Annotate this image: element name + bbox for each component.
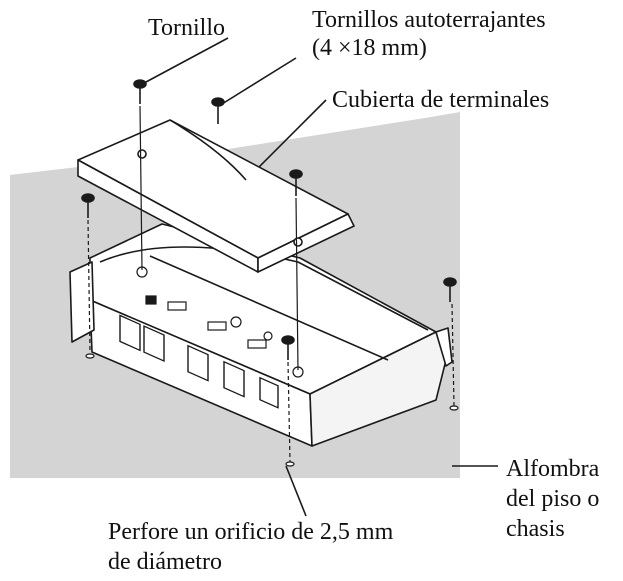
terminal-block-1 — [119, 314, 141, 352]
drill-hole-right — [449, 405, 459, 411]
label-carpet-line2: del piso o — [506, 486, 600, 512]
cover-hole-left — [137, 149, 147, 159]
terminal-block-5 — [259, 376, 279, 409]
drill-holes — [85, 353, 459, 467]
control-label-3 — [247, 339, 267, 349]
amplifier-right — [309, 331, 447, 447]
label-terminal-cover: Cubierta de terminales — [332, 87, 550, 113]
label-screw: Tornillo — [148, 15, 225, 41]
label-self-tapping-screws: Tornillos autoterrajantes — [312, 7, 546, 33]
screw-cover-top — [211, 97, 225, 124]
screws — [81, 79, 457, 360]
control-knob-2 — [263, 331, 273, 341]
terminal-cover — [77, 119, 355, 273]
drill-hole-front — [285, 461, 295, 467]
label-carpet-line3: chasis — [506, 516, 565, 542]
screw-mount-right — [443, 277, 457, 302]
leader-self-tap — [221, 57, 297, 105]
control-knob-1 — [230, 316, 242, 328]
terminal-block-4 — [223, 360, 245, 398]
label-carpet-line1: Alfombra — [506, 456, 600, 482]
guide-cover-right — [295, 197, 299, 371]
amplifier-right-fin — [435, 327, 453, 367]
terminal-cover-ridge — [169, 119, 247, 181]
cover-hole-right — [293, 237, 303, 247]
top-surface-details — [136, 266, 304, 378]
screw-mount-left — [81, 193, 95, 218]
leader-screw — [145, 37, 229, 83]
guide-mount-left — [87, 219, 91, 353]
control-label-1 — [167, 301, 187, 311]
guide-cover-left — [139, 105, 143, 271]
terminal-block-2 — [143, 325, 165, 363]
guide-mount-right — [451, 303, 455, 407]
drill-hole-left — [85, 353, 95, 359]
label-self-tapping-size: (4 ×18 mm) — [312, 35, 427, 61]
screw-cover-left — [133, 79, 147, 104]
terminal-blocks — [119, 314, 279, 409]
screw-cover-right — [289, 169, 303, 196]
leader-drill — [285, 465, 307, 517]
label-drill-line2: de diámetro — [108, 549, 222, 575]
control-label-2 — [207, 321, 227, 331]
control-square — [145, 295, 157, 305]
terminal-cover-right-edge — [257, 213, 355, 273]
amplifier-inner-rail — [149, 255, 389, 361]
screw-mount-front — [281, 335, 295, 360]
label-drill-line1: Perfore un orificio de 2,5 mm — [108, 519, 394, 545]
amplifier-left-fin — [69, 261, 95, 343]
guide-mount-front — [287, 361, 291, 463]
guide-lines — [87, 105, 455, 463]
terminal-block-3 — [187, 344, 209, 382]
